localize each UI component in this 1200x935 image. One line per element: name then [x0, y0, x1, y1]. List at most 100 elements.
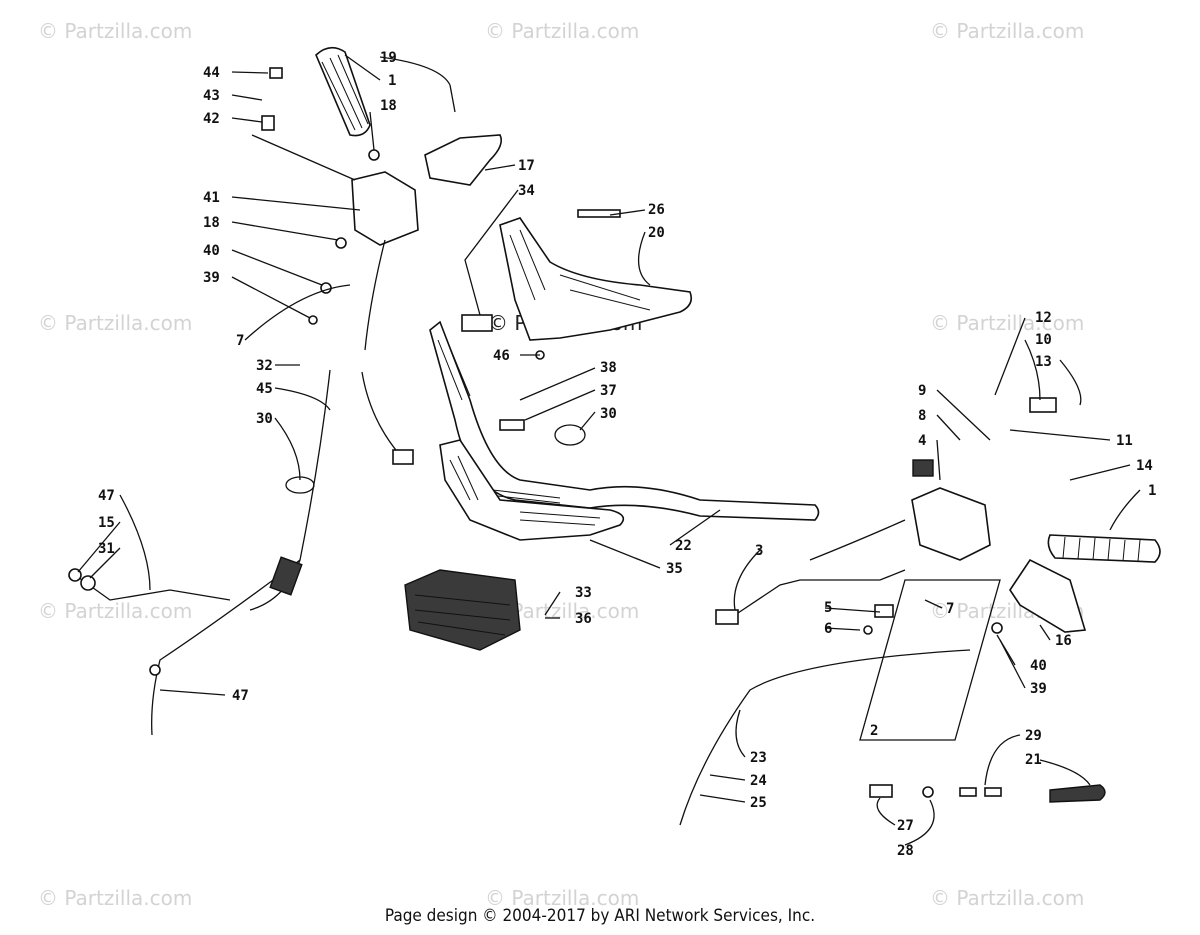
callout-41: 41	[203, 190, 220, 206]
left-housing	[351, 171, 419, 246]
callout-14: 14	[1136, 458, 1153, 474]
pad-upper-shading	[509, 229, 651, 311]
part-37	[499, 419, 525, 431]
left-grip	[315, 46, 371, 137]
handlebar-pad-lower	[439, 439, 625, 541]
callout-2: 2	[870, 723, 878, 739]
part-34-bracket	[461, 314, 493, 332]
callout-44: 44	[203, 65, 220, 81]
callout-5: 5	[824, 600, 832, 616]
part-29a	[959, 787, 977, 797]
watermark-top-right: © Partzilla.com	[930, 19, 1084, 43]
throttle-cable-23	[679, 649, 971, 826]
cable-45	[249, 369, 331, 611]
callout-35: 35	[666, 561, 683, 577]
right-wire-harness-2	[809, 519, 906, 561]
leader-lines	[77, 54, 1141, 846]
callout-3: 3	[755, 543, 763, 559]
callout-6: 6	[824, 621, 832, 637]
callout-7-right: 7	[946, 601, 954, 617]
watermark-bottom-left: © Partzilla.com	[38, 886, 192, 910]
callout-22: 22	[675, 538, 692, 554]
watermark-bottom-right: © Partzilla.com	[930, 886, 1084, 910]
part-40-right	[991, 622, 1003, 634]
part-18-upper	[368, 149, 380, 161]
part-10	[1029, 397, 1057, 413]
callout-12: 12	[1035, 310, 1052, 326]
callout-19: 19	[380, 50, 397, 66]
part-39-left	[308, 315, 318, 325]
handlebar-tube	[429, 320, 820, 521]
center-parts	[404, 314, 586, 651]
watermark-mid-right: © Partzilla.com	[930, 311, 1084, 335]
callout-40-left: 40	[203, 243, 220, 259]
callout-15: 15	[98, 515, 115, 531]
callout-26: 26	[648, 202, 665, 218]
callout-46: 46	[493, 348, 510, 364]
right-lever-16	[1009, 558, 1087, 633]
part-31	[80, 575, 96, 591]
callout-18-top: 18	[380, 98, 397, 114]
callout-area-2	[859, 579, 1001, 741]
right-wire-harness	[734, 569, 906, 616]
watermark-top-center: © Partzilla.com	[485, 19, 639, 43]
cable-47	[151, 559, 301, 736]
callout-10: 10	[1035, 332, 1052, 348]
right-grip	[1047, 534, 1161, 563]
handlebar-pad-upper	[499, 217, 693, 341]
callout-8: 8	[918, 408, 926, 424]
callout-31: 31	[98, 541, 115, 557]
left-control-group	[261, 46, 503, 465]
callout-27: 27	[897, 818, 914, 834]
callout-11: 11	[1116, 433, 1133, 449]
watermark-low-left: © Partzilla.com	[38, 599, 192, 623]
callout-40-right: 40	[1030, 658, 1047, 674]
callout-39-right: 39	[1030, 681, 1047, 697]
footer-copyright: Page design © 2004-2017 by ARI Network S…	[384, 906, 816, 926]
callout-25: 25	[750, 795, 767, 811]
handlebar-illustration	[429, 209, 820, 541]
part-19-pin	[449, 84, 456, 113]
part-5	[874, 604, 894, 618]
callout-28: 28	[897, 843, 914, 859]
callout-42: 42	[203, 111, 220, 127]
callout-32: 32	[256, 358, 273, 374]
left-brake-lever	[424, 134, 503, 186]
left-grip-ribs	[321, 54, 369, 131]
callout-38: 38	[600, 360, 617, 376]
callout-45: 45	[256, 381, 273, 397]
callout-4: 4	[918, 433, 926, 449]
callout-30-center: 30	[600, 406, 617, 422]
callout-9: 9	[918, 383, 926, 399]
watermark-bottom-center: © Partzilla.com	[485, 886, 639, 910]
left-housing-cable-2	[361, 371, 401, 456]
callout-34: 34	[518, 183, 535, 199]
callout-47-bottom: 47	[232, 688, 249, 704]
right-control-group	[679, 397, 1161, 826]
part-6	[863, 625, 873, 635]
part-18-lower	[335, 237, 347, 249]
callout-39-left: 39	[203, 270, 220, 286]
right-housing	[911, 487, 991, 561]
callout-24: 24	[750, 773, 767, 789]
switch-parts-27-29	[869, 784, 1106, 803]
callout-47-top: 47	[98, 488, 115, 504]
callout-1-right: 1	[1148, 483, 1156, 499]
part-28	[922, 786, 934, 798]
clamp-30-center	[554, 424, 586, 446]
part-44	[269, 67, 283, 79]
callout-29: 29	[1025, 728, 1042, 744]
callout-20: 20	[648, 225, 665, 241]
connector-3	[715, 609, 739, 625]
watermark-mid-left: © Partzilla.com	[38, 311, 192, 335]
part-4	[912, 459, 934, 477]
callout-33: 33	[575, 585, 592, 601]
watermark-top-left: © Partzilla.com	[38, 19, 192, 43]
cable-15-31	[74, 574, 231, 601]
left-housing-cable	[364, 239, 386, 351]
part-29b	[984, 787, 1002, 797]
part-21	[1049, 784, 1106, 803]
part-47-ferrule	[149, 664, 161, 676]
pad-lower-shading	[449, 455, 601, 526]
